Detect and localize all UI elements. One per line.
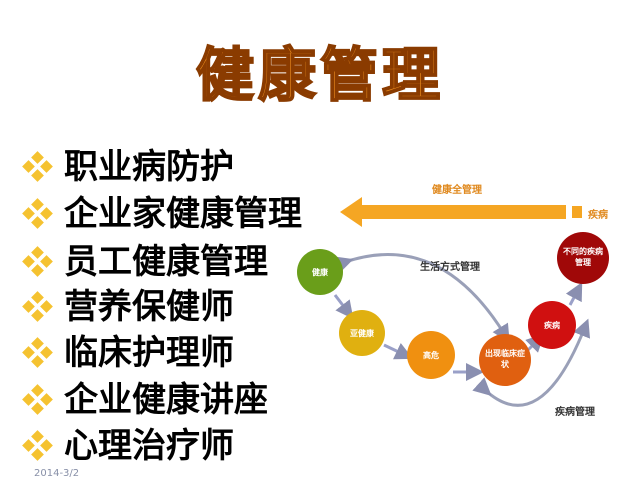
lifestyle-label: 生活方式管理 [420,262,480,273]
list-item: 员工健康管理 [22,240,268,284]
stage-circle [407,331,455,379]
list-item: 企业家健康管理 [22,192,302,236]
list-item: 职业病防护 [22,145,234,189]
list-item-label: 心理治疗师 [64,426,234,466]
page-title: 健康管理 [195,40,444,110]
list-item-label: 营养保健师 [64,287,234,327]
list-item: 心理治疗师 [22,424,234,468]
list-item-label: 企业健康讲座 [64,380,268,420]
list-item: 营养保健师 [22,285,234,329]
disease-label: 疾病 [588,210,608,221]
stage-circle [339,310,385,356]
flow-arrows [333,282,583,381]
top-arrow-label: 健康全管理 [432,185,482,196]
list-item: 企业健康讲座 [22,378,268,422]
list-item: 临床护理师 [22,331,234,375]
stage-circle [528,301,576,349]
lifestyle-arrow [333,253,510,343]
stage-label: 健康 [312,267,328,277]
stage-circle [557,232,609,284]
stage-label: 亚健康 [350,328,374,338]
stage-label: 出现临床症状 [485,348,525,369]
stage-label: 疾病 [544,320,560,330]
health-full-management-arrow [340,197,582,227]
disease-mgmt-label: 疾病管理 [555,407,595,418]
list-item-label: 临床护理师 [64,333,234,373]
disease-mgmt-arrow [472,318,591,407]
list-item-label: 员工健康管理 [64,242,268,282]
list-item-label: 职业病防护 [64,147,234,187]
stage-circle [479,334,531,386]
stage-label: 高危 [423,350,439,360]
date-stamp: 2014-3/2 [34,468,80,479]
stage-circle [297,249,343,295]
stage-label: 不同的疾病管理 [563,246,603,267]
list-item-label: 企业家健康管理 [64,194,302,234]
